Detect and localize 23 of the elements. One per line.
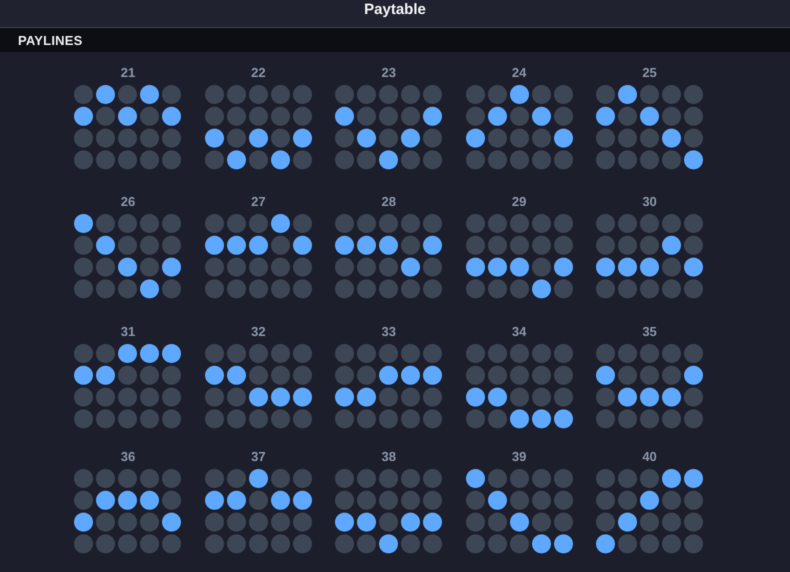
payline-number: 31 (120, 324, 136, 340)
section-bar (0, 28, 790, 52)
payline-number: 40 (642, 449, 657, 465)
payline-number: 35 (642, 324, 657, 340)
payline-number: 21 (120, 65, 136, 81)
section-heading: PAYLINES (18, 32, 82, 48)
payline-number: 39 (512, 449, 526, 465)
payline-number: 36 (120, 449, 136, 465)
payline-number: 25 (642, 65, 657, 81)
payline-number: 24 (512, 65, 526, 81)
page-title: Paytable (364, 1, 426, 18)
payline-number: 30 (642, 194, 657, 210)
payline-number: 32 (251, 324, 266, 340)
payline-number: 27 (251, 194, 266, 210)
payline-number: 33 (382, 324, 396, 340)
payline-number: 26 (120, 194, 136, 210)
payline-number: 38 (382, 449, 396, 465)
payline-number: 29 (512, 194, 526, 210)
payline-number: 34 (512, 324, 526, 340)
payline-number: 23 (382, 65, 396, 81)
payline-number: 28 (382, 194, 396, 210)
payline-number: 22 (251, 65, 266, 81)
payline-number: 37 (251, 449, 266, 465)
